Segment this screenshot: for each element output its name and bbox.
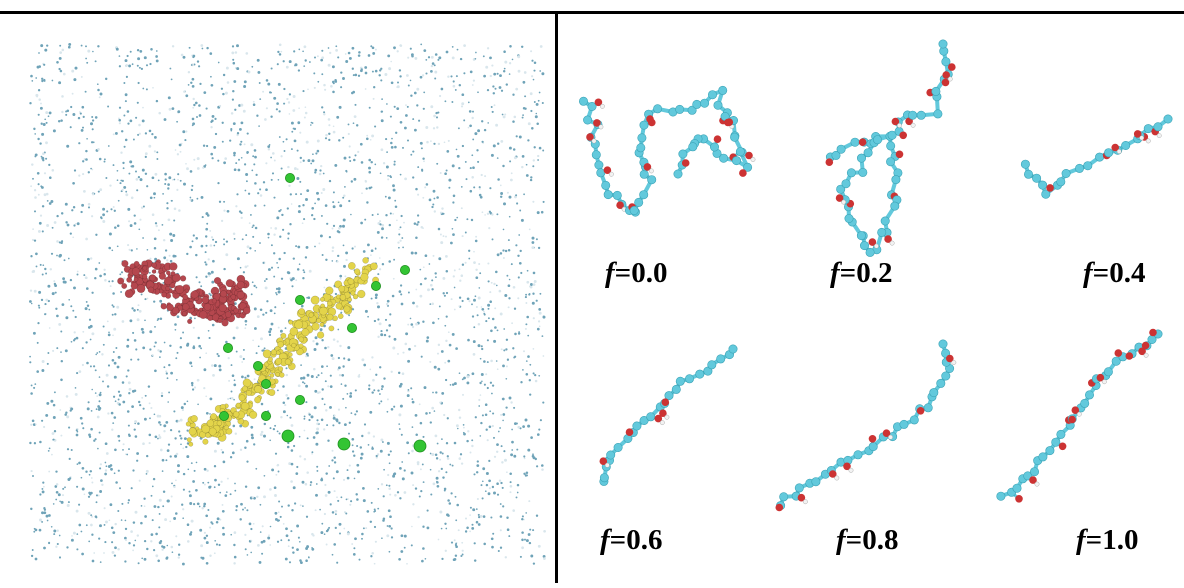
polymer-chain-yellow xyxy=(186,257,379,446)
snapshot-f-0-0: f=0.0 xyxy=(558,14,763,304)
snapshot-label: f=0.0 xyxy=(605,259,667,288)
snapshot-f-0-8: f=0.8 xyxy=(768,304,973,583)
snapshot-label: f=0.4 xyxy=(1083,259,1145,288)
snapshot-f-0-2: f=0.2 xyxy=(768,14,973,304)
snapshot-f-1-0: f=1.0 xyxy=(978,304,1184,583)
snapshot-label: f=0.6 xyxy=(600,526,662,555)
water-molecules xyxy=(29,43,546,565)
molecule-render xyxy=(978,14,1184,304)
simulation-box-panel xyxy=(0,14,555,583)
snapshot-label: f=1.0 xyxy=(1076,526,1138,555)
snapshot-label: f=0.2 xyxy=(830,259,892,288)
atoms xyxy=(776,340,957,512)
polymer-chain-red xyxy=(117,260,250,327)
bonds xyxy=(779,344,949,507)
conformation-snapshots-panel: f=0.0 f=0.2 f=0.4 f=0.6 f=0.8 f=1.0 xyxy=(558,14,1184,583)
atoms xyxy=(579,86,755,216)
snapshot-f-0-4: f=0.4 xyxy=(978,14,1184,304)
atoms xyxy=(997,329,1162,503)
snapshot-label: f=0.8 xyxy=(836,526,898,555)
atoms xyxy=(1021,115,1172,199)
atoms xyxy=(600,345,738,486)
snapshot-f-0-6: f=0.6 xyxy=(558,304,763,583)
atoms xyxy=(826,40,956,257)
solvated-polymer-render xyxy=(0,14,555,583)
